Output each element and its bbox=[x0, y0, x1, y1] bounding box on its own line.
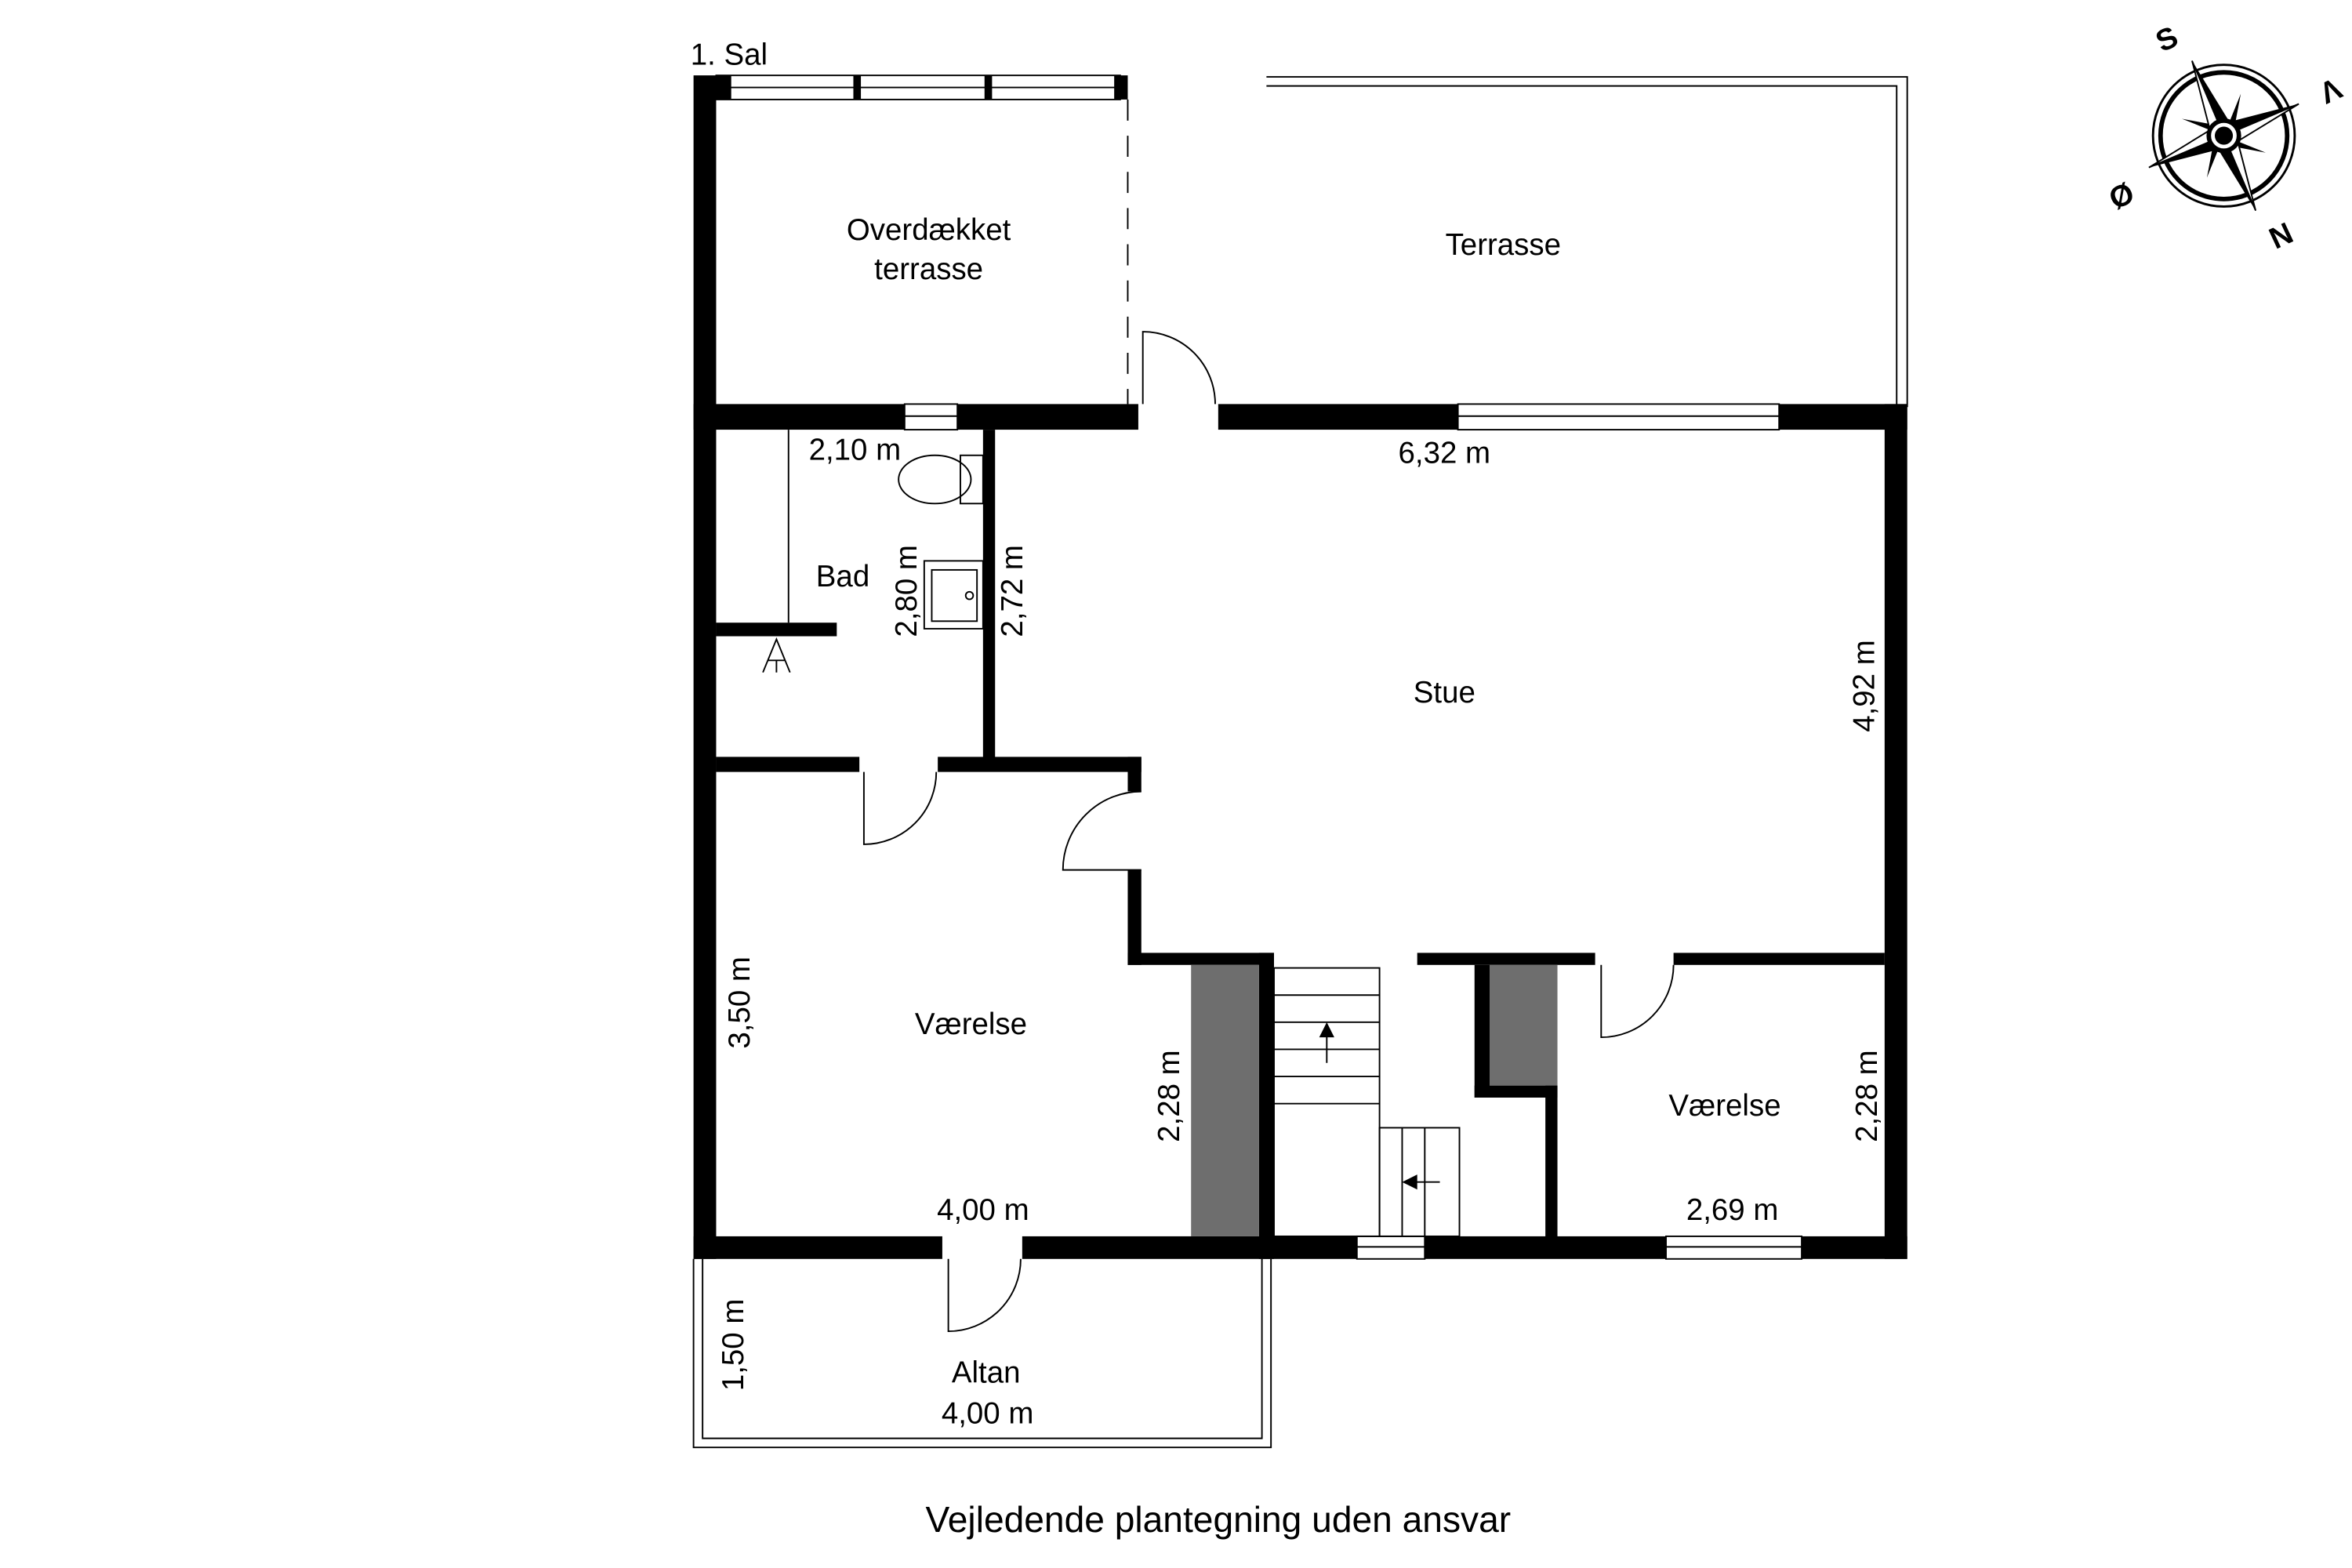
room-terrace-label: Terrasse bbox=[1446, 228, 1561, 262]
compass-east-label: Ø bbox=[2104, 176, 2140, 216]
room-covered-terrace-label: Overdækket bbox=[847, 213, 1011, 247]
dim-bath-wall: 2,72 m bbox=[996, 545, 1029, 637]
compass-north-label: N bbox=[2263, 215, 2297, 255]
dim-balcony-width: 4,00 m bbox=[942, 1396, 1034, 1430]
room-right-bedroom-label: Værelse bbox=[1668, 1089, 1780, 1123]
dim-left-room-width: 4,00 m bbox=[937, 1193, 1029, 1227]
room-balcony-label: Altan bbox=[952, 1356, 1021, 1389]
compass-rose-icon bbox=[2148, 60, 2299, 212]
dim-right-room-depth: 2,28 m bbox=[1850, 1050, 1884, 1142]
dim-left-room-length: 3,50 m bbox=[723, 956, 757, 1049]
terrace-outline bbox=[1266, 76, 1908, 408]
covered-terrace-top-window bbox=[715, 74, 1128, 100]
stairs bbox=[1273, 967, 1461, 1237]
dim-left-room-depth: 2,28 m bbox=[1152, 1050, 1186, 1142]
dim-living-width: 6,32 m bbox=[1399, 436, 1491, 470]
dim-bath-width: 2,10 m bbox=[809, 434, 902, 467]
bathroom-fixtures bbox=[762, 430, 984, 673]
room-bath-label: Bad bbox=[816, 560, 869, 593]
room-living-label: Stue bbox=[1414, 676, 1475, 710]
compass-south-label: S bbox=[2151, 20, 2183, 59]
dim-balcony-depth: 1,50 m bbox=[717, 1299, 750, 1392]
dim-right-room-width: 2,69 m bbox=[1686, 1193, 1779, 1227]
room-covered-terrace-label-2: terrasse bbox=[874, 252, 983, 286]
chimney-left bbox=[1191, 964, 1259, 1236]
room-left-bedroom-label: Værelse bbox=[915, 1007, 1027, 1041]
disclaimer-footer: Vejledende plantegning uden ansvar bbox=[926, 1499, 1512, 1540]
walls bbox=[693, 75, 1907, 1259]
dim-living-length: 4,92 m bbox=[1847, 640, 1881, 732]
chimney-right bbox=[1490, 964, 1558, 1086]
doors bbox=[862, 331, 1675, 1333]
compass-west-label: V bbox=[2314, 71, 2347, 110]
windows bbox=[903, 403, 1803, 1260]
balcony-outline bbox=[692, 1258, 1272, 1449]
dim-bath-length: 2,80 m bbox=[890, 545, 924, 637]
floor-label: 1. Sal bbox=[691, 38, 768, 72]
